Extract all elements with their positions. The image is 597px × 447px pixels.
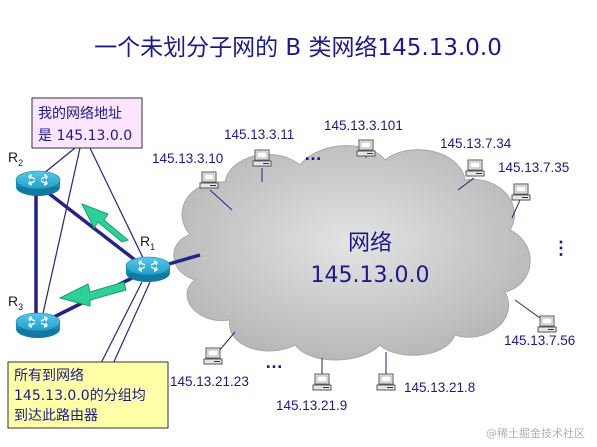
ellipsis-right: ⋮ <box>552 238 570 258</box>
svg-text:我的网络地址: 我的网络地址 <box>38 106 122 122</box>
callout-pointers <box>37 147 151 376</box>
arrow-to-r2 <box>80 203 130 243</box>
host-label: 145.13.21.9 <box>276 398 347 413</box>
router-r2-label: R2 <box>8 149 23 168</box>
callout-network-address: 我的网络地址 是 145.13.0.0 <box>31 97 143 149</box>
network-label: 网络 <box>348 231 392 256</box>
host-pc-145-13-7-34 <box>465 159 485 177</box>
router-r1 <box>125 256 171 283</box>
host-pc-145-13-3-10 <box>199 171 219 189</box>
host-pc-145-13-3-11 <box>252 149 272 167</box>
ellipsis-top: … <box>304 144 322 164</box>
host-pc-145-13-7-35 <box>511 183 531 201</box>
host-label: 145.13.3.10 <box>152 151 223 166</box>
network-cloud <box>173 145 531 361</box>
host-pc-145-13-21-9 <box>312 373 332 391</box>
router-r3-label: R3 <box>8 293 23 312</box>
host-pc-145-13-21-8 <box>376 373 396 391</box>
host-label: 145.13.21.23 <box>170 374 249 389</box>
host-pc-145-13-7-56 <box>537 315 557 333</box>
ellipsis-bottom: … <box>265 352 283 372</box>
host-label: 145.13.3.101 <box>324 118 403 133</box>
router-r2 <box>15 170 61 197</box>
arrow-to-r3 <box>58 281 127 307</box>
svg-text:145.13.0.0的分组均: 145.13.0.0的分组均 <box>14 388 146 404</box>
host-label: 145.13.7.34 <box>440 136 512 151</box>
callout-router-destination: 所有到网络 145.13.0.0的分组均 到达此路由器 <box>7 361 169 429</box>
router-r1-label: R1 <box>140 233 155 252</box>
diagram-title: 一个未划分子网的 B 类网络145.13.0.0 <box>94 35 502 61</box>
host-pc-145-13-3-101 <box>356 139 376 157</box>
svg-text:是 145.13.0.0: 是 145.13.0.0 <box>38 128 132 144</box>
watermark: @稀土掘金技术社区 <box>486 426 585 440</box>
svg-text:所有到网络: 所有到网络 <box>14 368 84 384</box>
network-address: 145.13.0.0 <box>311 263 430 288</box>
router-r3 <box>15 312 61 339</box>
host-label: 145.13.3.11 <box>224 127 294 142</box>
host-label: 145.13.7.35 <box>498 160 569 175</box>
host-label: 145.13.21.8 <box>404 380 475 395</box>
host-pc-145-13-21-23 <box>203 347 223 365</box>
svg-text:到达此路由器: 到达此路由器 <box>14 408 98 424</box>
host-label: 145.13.7.56 <box>504 333 575 348</box>
